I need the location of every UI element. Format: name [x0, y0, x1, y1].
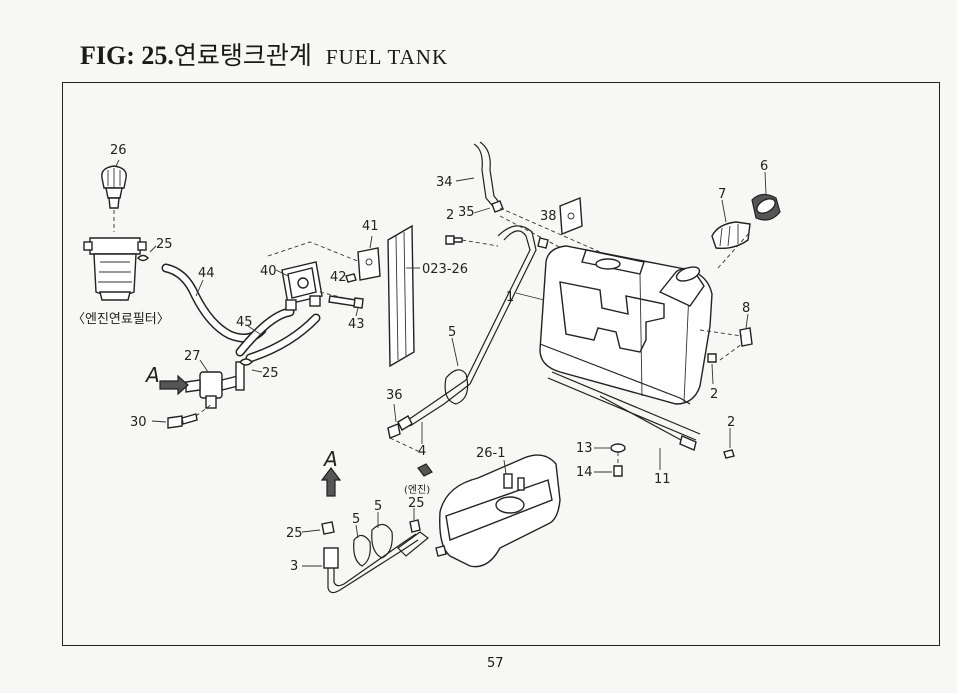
label-25-cock: 25: [262, 366, 279, 381]
view-arrow-a-left: [159, 374, 189, 396]
fuel-pipe-part-3: [323, 533, 419, 594]
label-44: 44: [198, 266, 215, 281]
label-42: 42: [330, 270, 347, 285]
fuel-pump-part-40: [281, 261, 323, 311]
label-45: 45: [236, 315, 253, 330]
hose-clamp-part-5-upper: [444, 369, 469, 405]
label-35: 35: [458, 205, 475, 220]
label-41: 41: [362, 219, 379, 234]
figure-number: FIG: 25.: [80, 41, 174, 70]
clip-part-8: [739, 327, 753, 347]
bolt-part-43: [328, 295, 364, 309]
label-25-lower-right: 25: [408, 496, 425, 511]
label-27: 27: [184, 349, 201, 364]
label-2-lower: 2: [727, 415, 735, 430]
label-26: 26: [110, 143, 127, 158]
label-4: 4: [418, 444, 426, 459]
label-36: 36: [386, 388, 403, 403]
label-5-upper: 5: [448, 325, 456, 340]
label-25-lower-left: 25: [286, 526, 303, 541]
filter-cap-part-26: [101, 165, 127, 209]
part-labels: 26 25 44 41 40 42 43 023-26 45 〈엔진연료필터〉 …: [72, 143, 768, 574]
arrow-a-label-left: A: [144, 363, 160, 387]
label-34: 34: [436, 175, 453, 190]
fuel-filter-body: [83, 237, 147, 301]
figure-title-korean: 연료탱크관계: [173, 43, 312, 70]
bolt-part-2-upper: [445, 235, 463, 245]
label-14: 14: [576, 465, 593, 480]
filler-cap-part-6: [751, 193, 781, 221]
view-arrow-a-bottom: [320, 467, 342, 497]
hose-clamp-part-5-lower-a: [353, 534, 371, 567]
arrow-a-label-bottom: A: [322, 447, 338, 471]
fuel-cock-part-27: [185, 361, 245, 409]
label-11: 11: [654, 472, 671, 487]
label-3: 3: [290, 559, 298, 574]
label-40: 40: [260, 264, 277, 279]
fuel-pipe-part-4: [407, 225, 537, 427]
label-5-lower-a: 5: [352, 512, 360, 527]
filler-neck-part-7: [658, 221, 751, 307]
label-25-filter: 25: [156, 237, 173, 252]
screw-part-30: [167, 413, 198, 429]
engine-caption: (엔진): [404, 484, 430, 496]
bolt-part-14: [613, 465, 623, 477]
label-6: 6: [760, 159, 768, 174]
label-26-1: 26-1: [476, 446, 506, 461]
filter-caption: 〈엔진연료필터〉: [72, 312, 170, 327]
figure-title: FIG: 25.연료탱크관계 FUEL TANK: [80, 36, 448, 72]
tank-frame-part-11: [539, 343, 701, 451]
label-2-middle: 2: [710, 387, 718, 402]
hose-clamp-part-5-lower-b: [371, 523, 393, 559]
label-2-upper: 2: [446, 208, 454, 223]
label-38: 38: [540, 209, 557, 224]
sub-tank-part-26-1: [435, 454, 561, 568]
overflow-hose-part-34: [473, 141, 503, 211]
page-number: 57: [487, 656, 504, 671]
label-8: 8: [742, 301, 750, 316]
bracket-part-41: [357, 247, 381, 281]
label-023-26: 023-26: [422, 262, 468, 277]
clip-part-36: [387, 415, 413, 439]
label-7: 7: [718, 187, 726, 202]
bracket-part-38: [559, 196, 583, 236]
label-5-lower-b: 5: [374, 499, 382, 514]
label-1: 1: [506, 290, 514, 305]
frame-channel-023-26: [387, 224, 415, 368]
washer-part-13: [610, 443, 626, 453]
label-30: 30: [130, 415, 147, 430]
fuel-hose-part-45: [235, 307, 321, 363]
diagram-frame: [62, 82, 940, 646]
figure-title-english: FUEL TANK: [325, 45, 449, 69]
label-13: 13: [576, 441, 593, 456]
label-43: 43: [348, 317, 365, 332]
